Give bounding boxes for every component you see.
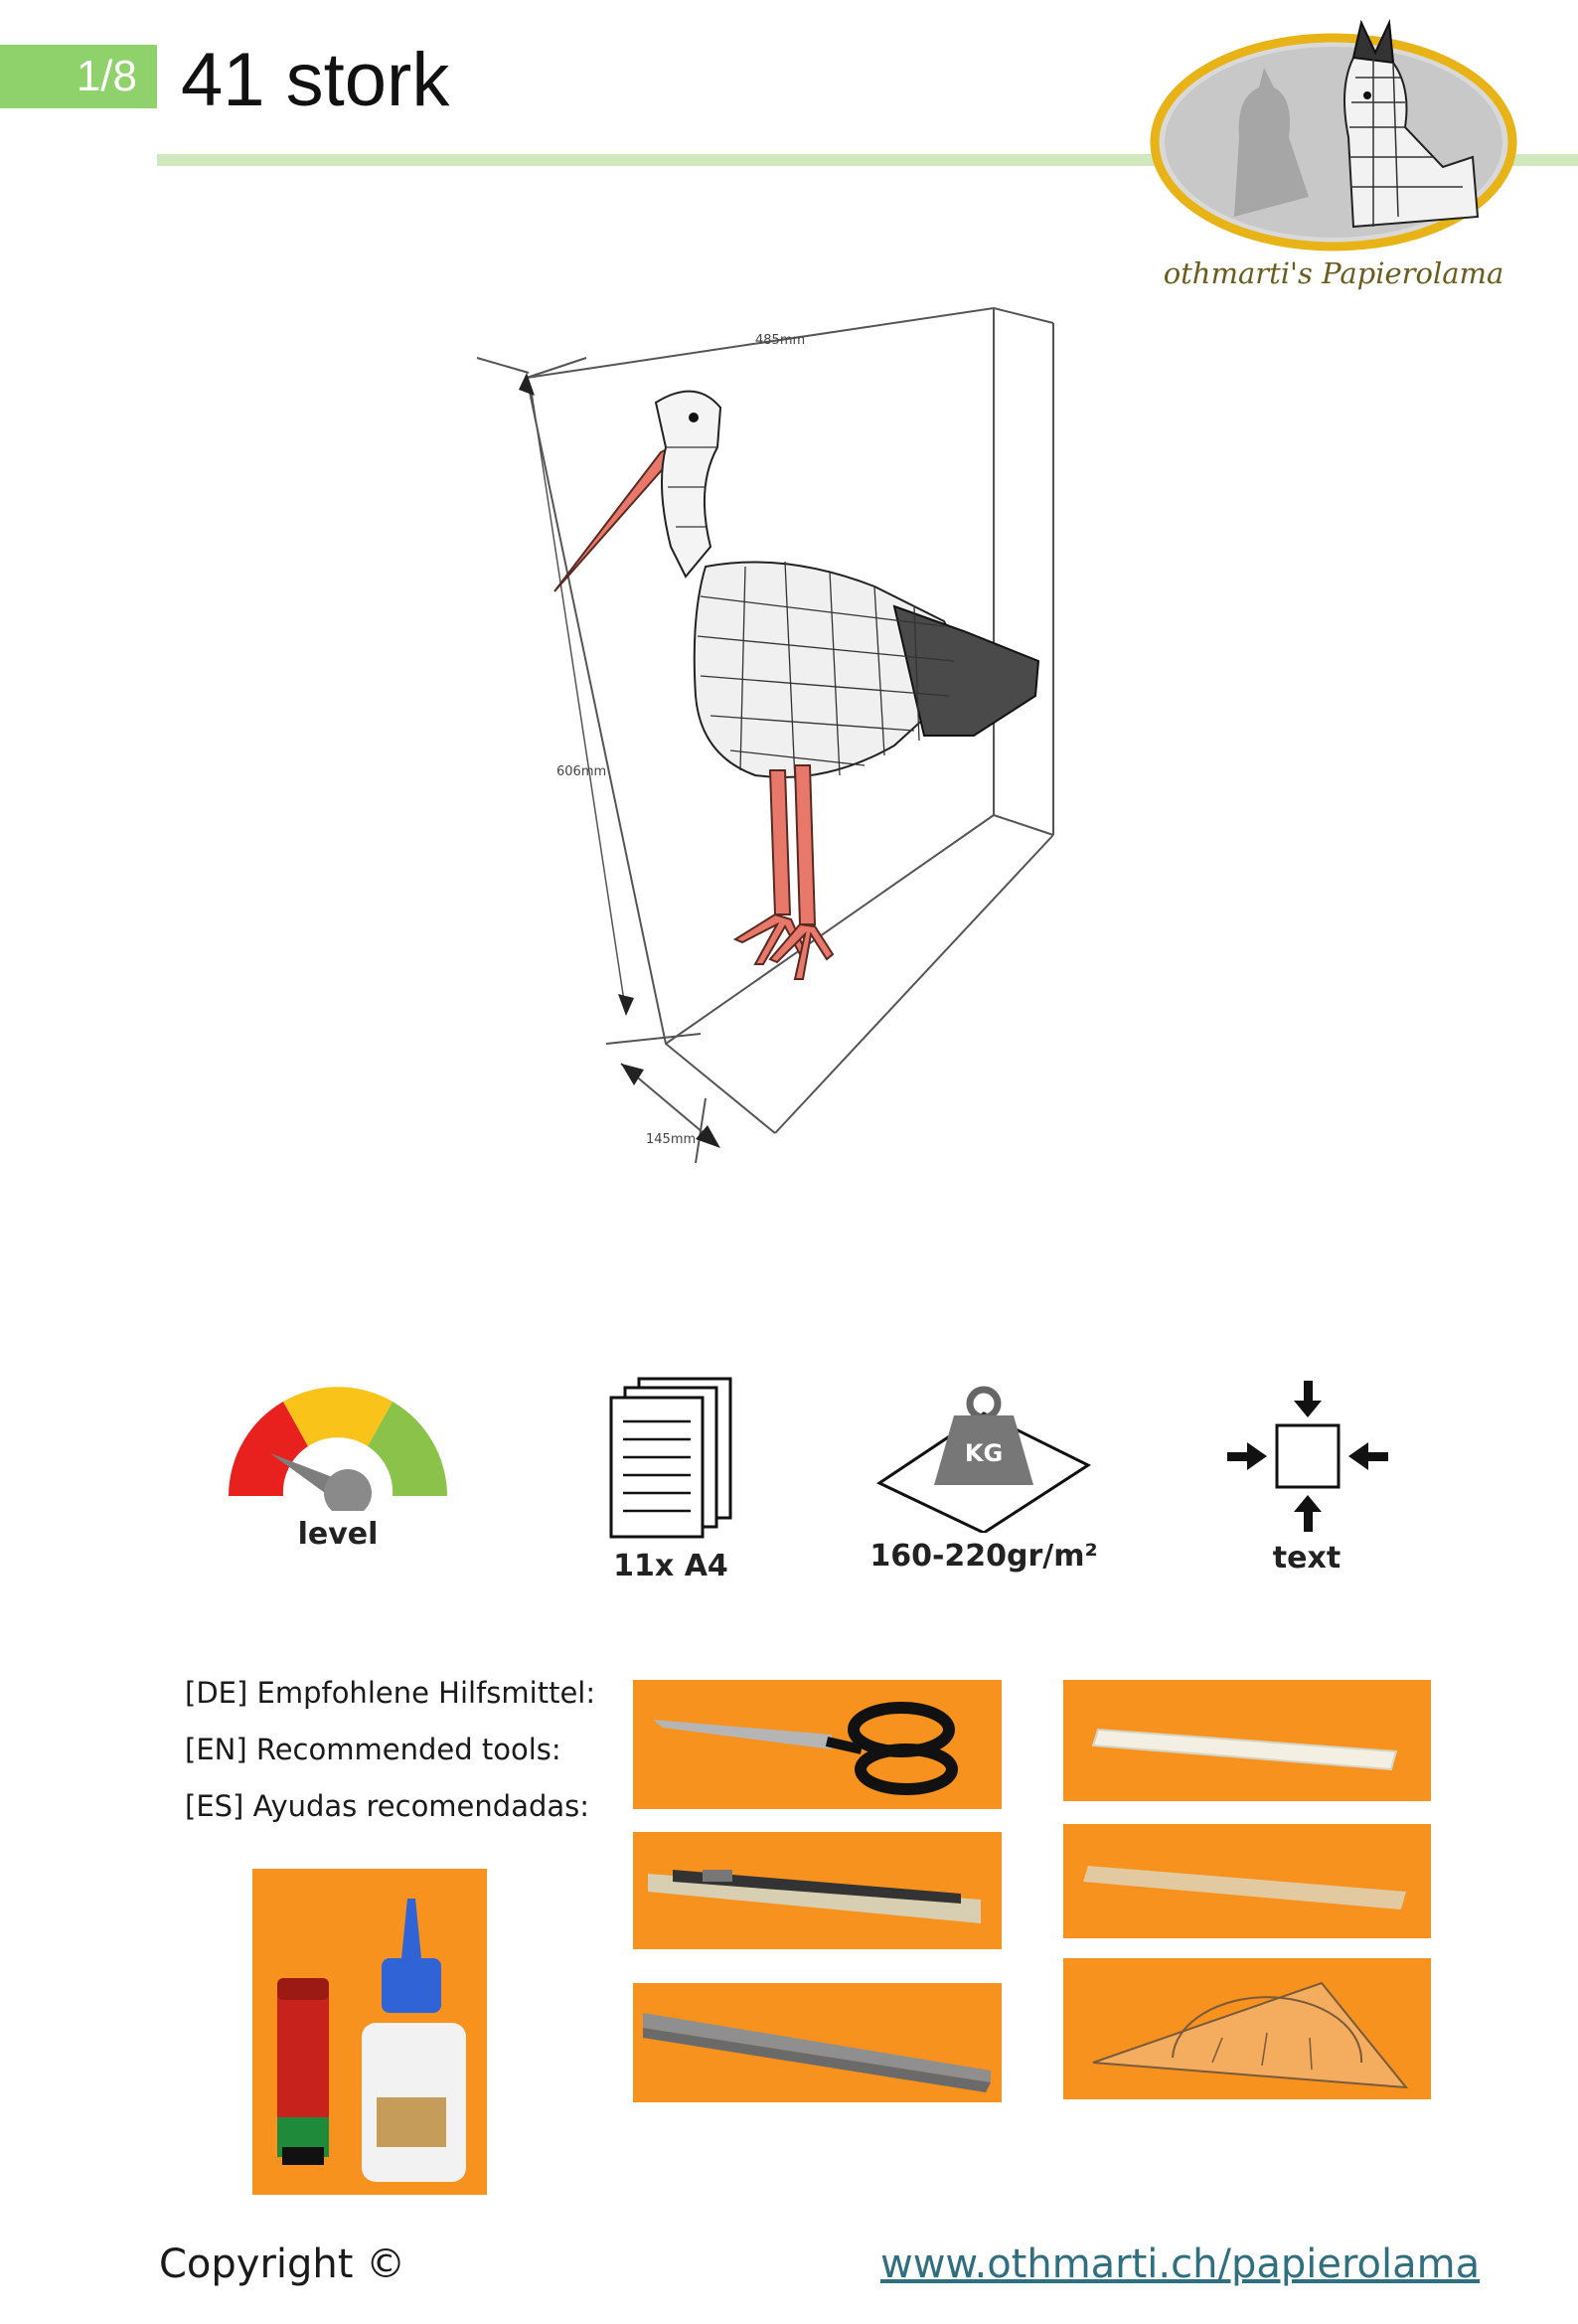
stat-assembly-label: text (1272, 1541, 1341, 1576)
stat-paper-weight: KG 160-220gr/m² (845, 1374, 1123, 1574)
dimension-height-label: 606mm (556, 764, 606, 779)
tweezers-photo (633, 1983, 1002, 2102)
glue-bottles-icon (277, 1899, 466, 2182)
stat-assembly: text (1168, 1376, 1446, 1576)
logo-caption: othmarti's Papierolama (1163, 256, 1504, 290)
wooden-stick-icon (1083, 1866, 1406, 1909)
stat-sheets: 11x A4 (532, 1374, 810, 1583)
brand-logo: othmarti's Papierolama (1145, 18, 1522, 306)
tools-line-de: [DE] Empfohlene Hilfsmittel: (185, 1676, 596, 1710)
scissors-photo (633, 1680, 1002, 1809)
assembly-arrows-icon (1227, 1381, 1388, 1532)
tools-line-en: [EN] Recommended tools: (185, 1733, 561, 1766)
tweezers-icon (643, 2013, 991, 2092)
scissors-icon (653, 1702, 958, 1795)
cutter-knife-photo (633, 1832, 1002, 1949)
glue-photo (252, 1869, 487, 2195)
stat-level-label: level (297, 1517, 379, 1552)
dimension-width-label: 485mm (755, 333, 805, 348)
set-square-photo (1063, 1958, 1431, 2099)
bone-folder-white-icon (1091, 1728, 1398, 1771)
llama-logo-icon (1150, 19, 1517, 251)
stat-paper-weight-label: 160-220gr/m² (869, 1539, 1098, 1574)
tools-line-es: [ES] Ayudas recomendadas: (185, 1789, 590, 1823)
tools-heading: [DE] Empfohlene Hilfsmittel: [EN] Recomm… (185, 1665, 595, 1835)
stat-level: level (199, 1362, 477, 1552)
page-indicator-text: 1/8 (76, 52, 137, 100)
page-indicator: 1/8 (0, 45, 157, 108)
paper-stack-icon (609, 1377, 732, 1539)
difficulty-gauge-icon (229, 1387, 447, 1511)
stat-sheets-label: 11x A4 (613, 1549, 728, 1583)
page-title: 41 stork (181, 38, 450, 122)
cutter-knife-icon (648, 1870, 981, 1923)
dimension-depth-label: 145mm (646, 1132, 696, 1147)
wooden-stick-photo (1063, 1824, 1431, 1938)
stork-model-icon: 485mm 606mm 145mm (476, 306, 1054, 1164)
paper-weight-icon: KG (875, 1386, 1092, 1533)
copyright-notice: Copyright © (159, 2241, 406, 2287)
website-link[interactable]: www.othmarti.ch/papierolama (880, 2241, 1481, 2287)
bone-folder-white-photo (1063, 1680, 1431, 1801)
weight-badge-text: KG (965, 1439, 1003, 1467)
set-square-icon (1092, 1981, 1409, 2089)
model-illustration: 485mm 606mm 145mm (457, 278, 1173, 1213)
